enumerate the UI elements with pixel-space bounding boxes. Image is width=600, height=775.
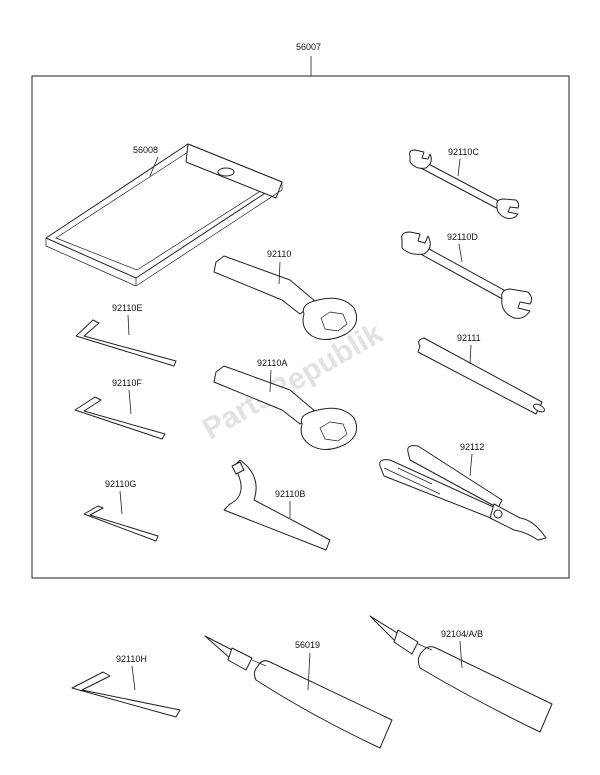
leader-92110 <box>278 261 281 285</box>
label-56019: 56019 <box>295 640 320 650</box>
hex-key-92110F <box>74 396 166 440</box>
label-92110F: 92110F <box>112 378 142 388</box>
leader-92110G <box>119 490 123 515</box>
label-92110: 92110 <box>267 249 291 259</box>
hex-key-92110H <box>71 671 181 718</box>
label-92111: 92111 <box>457 333 481 343</box>
hook-spanner-92110B <box>223 459 331 551</box>
leader-92111 <box>469 344 472 365</box>
label-92112: 92112 <box>460 442 484 452</box>
label-92110B: 92110B <box>275 489 305 499</box>
handle-92111 <box>417 337 545 415</box>
leader-92104 <box>459 640 463 669</box>
leader-92110H <box>131 665 136 691</box>
hex-key-92110E <box>75 319 177 367</box>
leader-92110A <box>269 369 272 393</box>
kit-frame <box>31 75 570 579</box>
tube-92104 <box>369 615 553 733</box>
label-92110G: 92110G <box>105 479 136 489</box>
label-56008: 56008 <box>133 145 158 155</box>
label-56007: 56007 <box>296 42 321 52</box>
open-end-wrench-92110D <box>401 231 533 319</box>
label-92110D: 92110D <box>447 232 478 242</box>
leader-56008 <box>149 156 159 177</box>
label-92110E: 92110E <box>112 303 142 313</box>
leader-92110D <box>458 243 463 263</box>
label-92110A: 92110A <box>257 358 287 368</box>
tool-pouch-56008 <box>45 143 283 287</box>
tube-56019 <box>204 635 393 749</box>
hex-key-92110G <box>83 505 159 542</box>
label-92110C: 92110C <box>448 147 479 157</box>
label-92104: 92104/A/B <box>441 629 483 639</box>
open-end-wrench-92110C <box>409 149 520 219</box>
box-wrench-92110A <box>213 365 358 450</box>
leader-56019 <box>307 652 311 691</box>
leader-92110E <box>127 314 130 336</box>
leader-92112 <box>469 453 473 477</box>
leader-92110F <box>128 389 132 415</box>
leader-92110C <box>457 158 461 177</box>
pliers-92112 <box>379 445 547 541</box>
label-92110H: 92110H <box>116 654 147 664</box>
box-wrench-92110 <box>213 255 358 340</box>
